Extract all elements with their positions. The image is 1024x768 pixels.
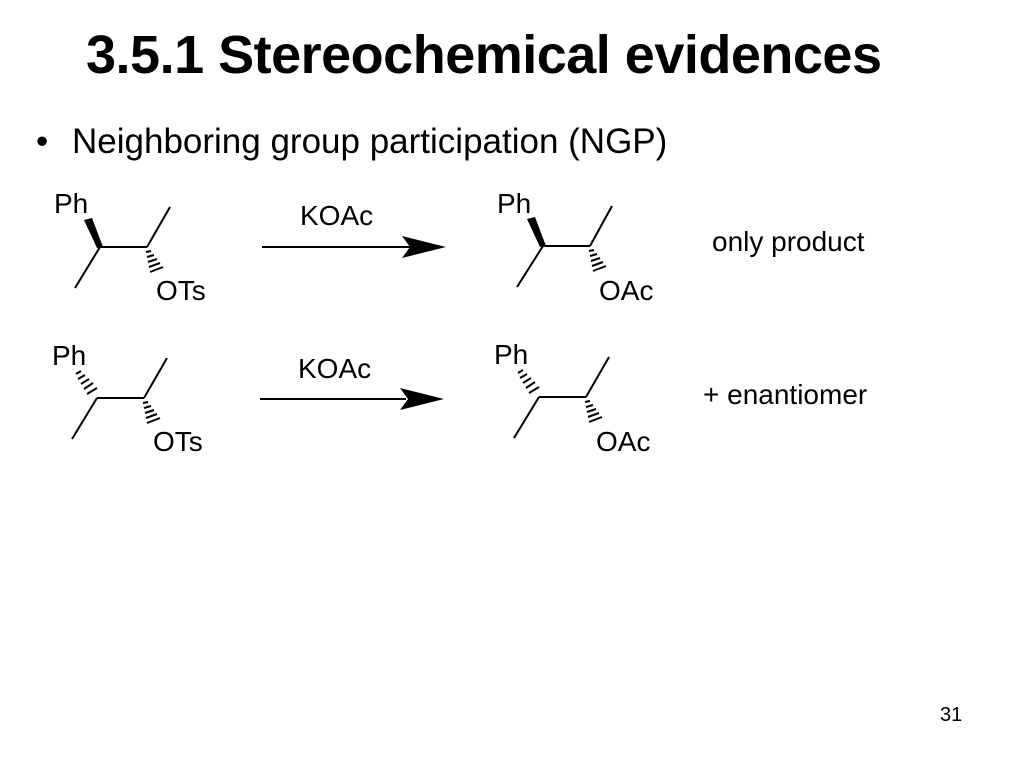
reactant-2-ph-label: Ph (52, 340, 86, 371)
reactant-1-hash-bond (145, 250, 164, 273)
reaction-1-reagent: KOAc (300, 200, 373, 231)
reactant-1-structure: Ph OTs (54, 188, 206, 306)
product-2-ph-label: Ph (494, 339, 528, 370)
reaction-1-note: only product (712, 226, 865, 257)
product-2-structure: Ph OAc (494, 339, 650, 457)
reaction-2-note: + enantiomer (703, 379, 867, 410)
reaction-2-arrowhead (400, 388, 444, 410)
reactant-2-structure: Ph OTs (52, 340, 203, 457)
bullet-text: Neighboring group participation (NGP) (72, 122, 668, 161)
product-1-structure: Ph OAc (497, 188, 653, 306)
product-1-oac-label: OAc (599, 275, 653, 306)
slide-title: 3.5.1 Stereochemical evidences (86, 25, 882, 85)
product-2-oac-label: OAc (596, 426, 650, 457)
reactant-2-hash-bond-ph (75, 370, 98, 395)
reactant-2-hash-bond-ots (142, 401, 161, 424)
reactant-1-ots-label: OTs (156, 275, 206, 306)
product-2-hash-bond-oac (584, 400, 603, 423)
product-1-wedge-bond (527, 217, 546, 247)
reactant-2-bond-c1-methyl (71, 397, 98, 440)
bullet-symbol: • (36, 122, 49, 161)
product-2-bond-c2-methyl (585, 356, 610, 398)
reaction-1: Ph OTs KOAc Ph (54, 188, 865, 306)
bullet-item: • Neighboring group participation (NGP) (36, 122, 667, 162)
reactant-1-bond-c1-methyl (74, 246, 101, 289)
product-1-bond-c2-methyl (589, 205, 613, 247)
page-number: 31 (940, 704, 963, 726)
reaction-1-arrowhead (402, 236, 446, 258)
product-2-bond-c1-methyl (513, 396, 540, 439)
reactant-1-bond-c2-methyl (146, 206, 171, 248)
reaction-2: Ph OTs KOAc P (52, 339, 867, 457)
product-2-hash-bond-ph (517, 369, 540, 394)
reactant-1-ph-label: Ph (54, 188, 88, 219)
reactant-2-bond-c2-methyl (143, 357, 168, 399)
reaction-2-reagent: KOAc (298, 353, 371, 384)
reactant-2-ots-label: OTs (153, 426, 203, 457)
reactant-1-wedge-bond (84, 218, 103, 248)
product-1-ph-label: Ph (497, 188, 531, 219)
product-1-hash-bond (588, 249, 607, 272)
product-1-bond-c1-methyl (516, 245, 544, 288)
